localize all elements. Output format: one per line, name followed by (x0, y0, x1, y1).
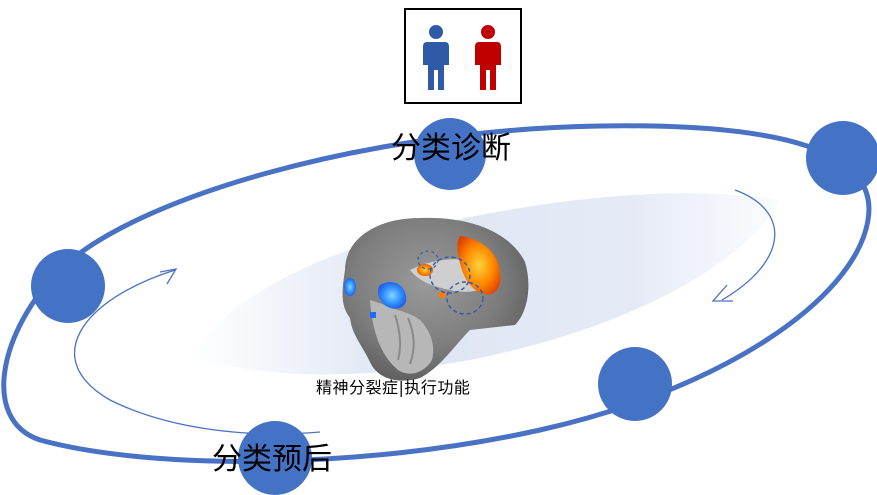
orbit-node-top (414, 118, 486, 190)
orbit-node-left (31, 249, 105, 323)
brain-activation-icon (342, 217, 529, 381)
inner-arc-right (721, 189, 776, 301)
outer-orbit (1, 123, 872, 464)
orbit-node-right (806, 121, 877, 195)
person-healthy-icon (423, 25, 449, 90)
arrowhead-right-icon (711, 284, 733, 302)
people-icon-box (404, 8, 522, 104)
label-classification-diagnosis: 分类诊断 (391, 131, 511, 166)
label-classification-prognosis: 分类预后 (212, 442, 332, 477)
arrowhead-left-icon (159, 268, 178, 285)
person-patient-icon (475, 25, 501, 90)
label-brain-caption: 精神分裂症|执行功能 (316, 378, 471, 397)
orbit-node-bottom (238, 421, 312, 495)
orbit-node-bottom-right (598, 347, 672, 421)
